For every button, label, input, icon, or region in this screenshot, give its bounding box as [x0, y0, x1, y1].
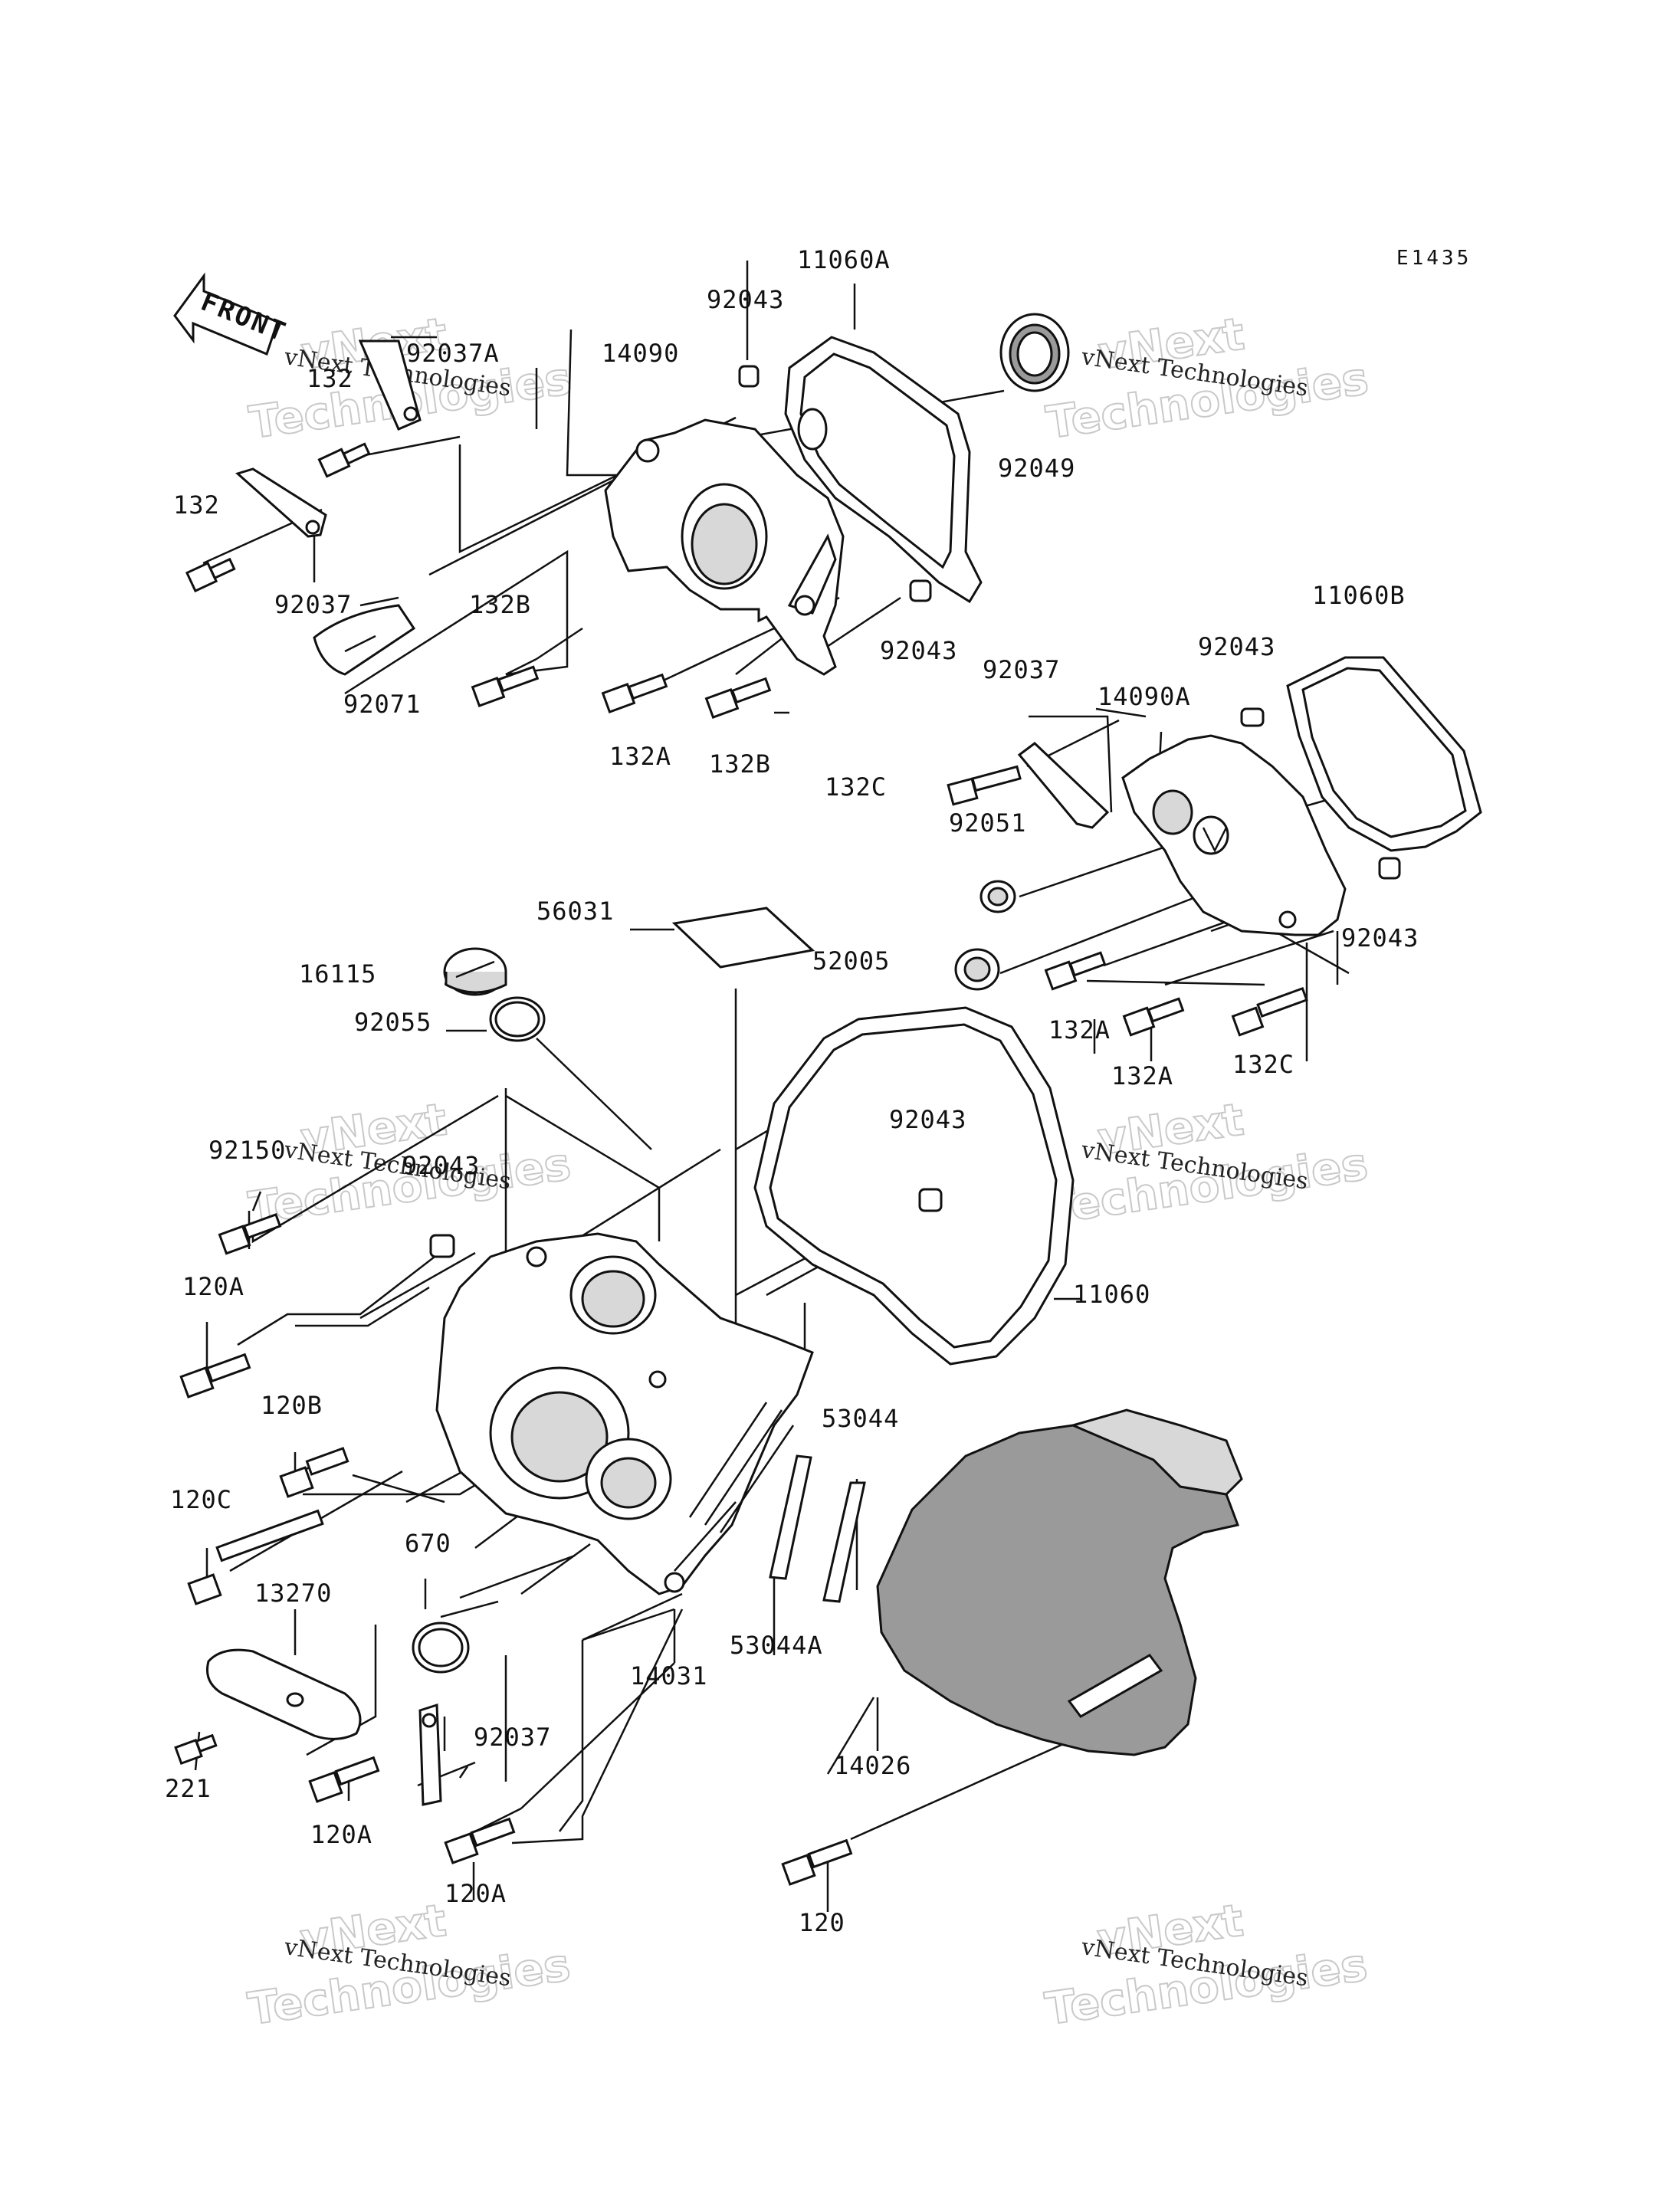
part-label: 120A [445, 1879, 507, 1908]
part-label: 120B [261, 1391, 323, 1420]
part-label: 92043 [707, 285, 784, 314]
part-label: 11060 [1073, 1280, 1150, 1309]
part-label: 92043 [402, 1151, 480, 1180]
part-132A-bolt-a [601, 673, 668, 713]
part-670-o-ring [412, 1622, 470, 1674]
part-label: 120 [799, 1908, 845, 1937]
part-label: 132A [1048, 1015, 1111, 1044]
part-92043-dowel-left [429, 1234, 455, 1258]
part-label: 132B [469, 590, 531, 619]
part-11060-gasket [753, 1006, 1075, 1366]
part-14090A-cover [1121, 734, 1347, 936]
part-92037-clamp-bottom [418, 1703, 442, 1806]
part-132-bolt-top [317, 442, 371, 478]
part-221-screw [174, 1733, 218, 1766]
part-92043-dowel-center [918, 1188, 943, 1212]
part-label: 132B [709, 749, 771, 779]
part-132B-bolt-b [704, 677, 772, 719]
part-120A-bolt-b [308, 1756, 380, 1803]
part-132C-bolt-b [1231, 986, 1308, 1037]
part-label: 16115 [299, 959, 376, 989]
part-92037-clamp-top [235, 467, 327, 538]
part-label: 92037 [474, 1723, 551, 1752]
part-label: 92043 [1198, 632, 1275, 661]
part-53044A-pin [769, 1454, 812, 1580]
part-label: 132A [1111, 1061, 1173, 1090]
part-label: 120A [182, 1272, 244, 1301]
part-92051-washer [979, 880, 1016, 913]
part-92043-dowel-right [1240, 707, 1265, 727]
part-13270-plate [206, 1648, 362, 1740]
part-132A-bolt-b [1044, 951, 1107, 991]
part-label: 221 [165, 1774, 212, 1803]
part-92037-clamp-mid [1017, 742, 1110, 829]
part-label: 92049 [998, 454, 1075, 483]
part-92071-grommet [313, 604, 416, 676]
part-label: 92051 [949, 808, 1026, 838]
part-label: 11060B [1312, 581, 1406, 610]
diagram-code: E1435 [1396, 247, 1472, 270]
part-label: 92037 [274, 590, 352, 619]
part-120B-bolt [279, 1447, 349, 1498]
part-label: 92055 [354, 1008, 431, 1037]
part-label: 92037A [406, 339, 500, 368]
part-53044-pin [822, 1481, 866, 1603]
part-120C-bolt [187, 1509, 324, 1605]
part-label: 13270 [254, 1579, 332, 1608]
part-label: 53044A [730, 1631, 823, 1660]
part-label: 52005 [812, 946, 890, 976]
part-132A-bolt-c [1122, 997, 1185, 1037]
part-label: 53044 [822, 1404, 899, 1433]
part-label: 14031 [630, 1661, 707, 1690]
part-label: 56031 [536, 897, 614, 926]
part-label: 132C [825, 772, 887, 802]
part-label: 92037 [983, 655, 1060, 684]
part-labels: 92037A 132 132 92037 92071 14090 92043 1… [165, 245, 1419, 1937]
part-label: 120C [170, 1485, 232, 1514]
part-label: 14090 [602, 339, 679, 368]
part-92043-dowel-mid [909, 579, 932, 602]
part-56031-label-sticker [671, 907, 815, 969]
part-14026-outer-cover [876, 1408, 1243, 1756]
front-arrow-icon: FRONT [173, 272, 291, 356]
part-14031-crankcase-cover [435, 1232, 814, 1595]
part-132-bolt-left [185, 557, 236, 593]
part-label: 120A [310, 1820, 372, 1849]
part-92150-bolt [218, 1213, 282, 1255]
part-label: 92043 [1341, 923, 1419, 953]
part-label: 132A [609, 742, 671, 771]
part-label: 132 [173, 490, 220, 520]
part-label: 14090A [1098, 682, 1191, 711]
part-52005-seal [954, 948, 1000, 991]
part-92043-dowel-top [738, 365, 760, 388]
part-label: 92150 [208, 1136, 286, 1165]
part-label: 92043 [880, 636, 957, 665]
part-92043-dowel-right2 [1378, 857, 1401, 880]
part-label: 14026 [834, 1751, 911, 1780]
part-92049-seal [999, 313, 1070, 392]
part-92037A-clamp [358, 339, 422, 431]
part-11060A-gasket [784, 336, 983, 604]
part-120A-bolt-c [444, 1817, 516, 1864]
part-label: 132 [307, 364, 353, 393]
part-120-bolt [781, 1838, 853, 1886]
part-14090-cover [604, 418, 845, 676]
part-16115-plug [443, 947, 507, 996]
part-132B-bolt-a [471, 665, 540, 707]
part-132C-bolt-a [947, 765, 1022, 806]
part-label: 670 [405, 1529, 451, 1558]
part-label: 11060A [797, 245, 891, 274]
part-92055-o-ring [489, 996, 546, 1042]
part-120A-bolt-a [179, 1353, 251, 1399]
part-label: 92043 [889, 1105, 966, 1134]
part-11060B-gasket [1286, 656, 1482, 852]
part-label: 132C [1232, 1050, 1294, 1079]
part-label: 92071 [343, 690, 421, 719]
